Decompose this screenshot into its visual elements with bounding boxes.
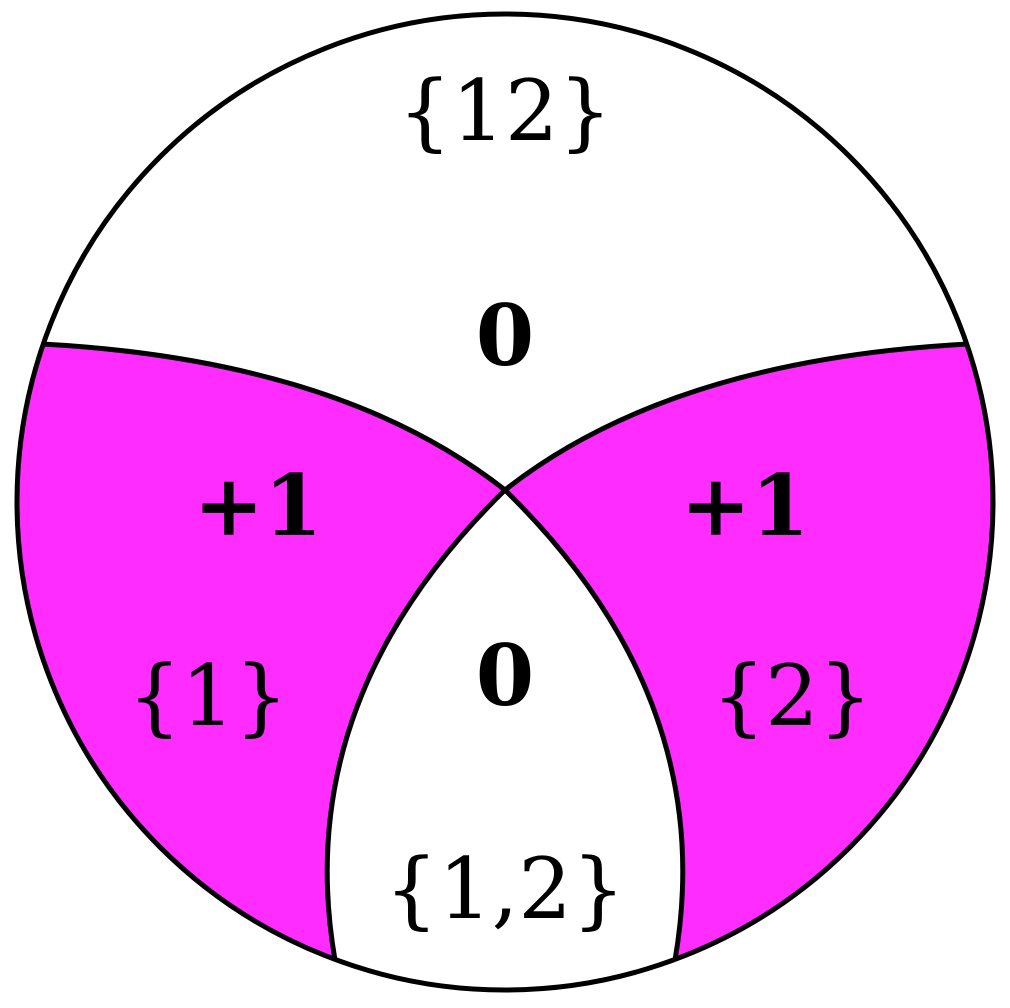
bottom-value-label: 0 [476,626,534,725]
region-right [505,344,995,960]
boundary-right-lower [503,488,686,961]
bottom-set-label: {1,2} [385,840,625,938]
outer-circle [14,11,996,993]
region-left [15,344,505,960]
right-value-label: +1 [681,456,810,555]
left-set-label: {1} [128,647,288,745]
boundary-left-upper [41,341,507,492]
top-set-label: {12} [398,62,612,160]
boundary-left-lower [324,488,507,961]
boundary-right-upper [503,341,969,492]
left-value-label: +1 [194,456,323,555]
top-value-label: 0 [476,286,534,385]
right-set-label: {2} [712,647,872,745]
